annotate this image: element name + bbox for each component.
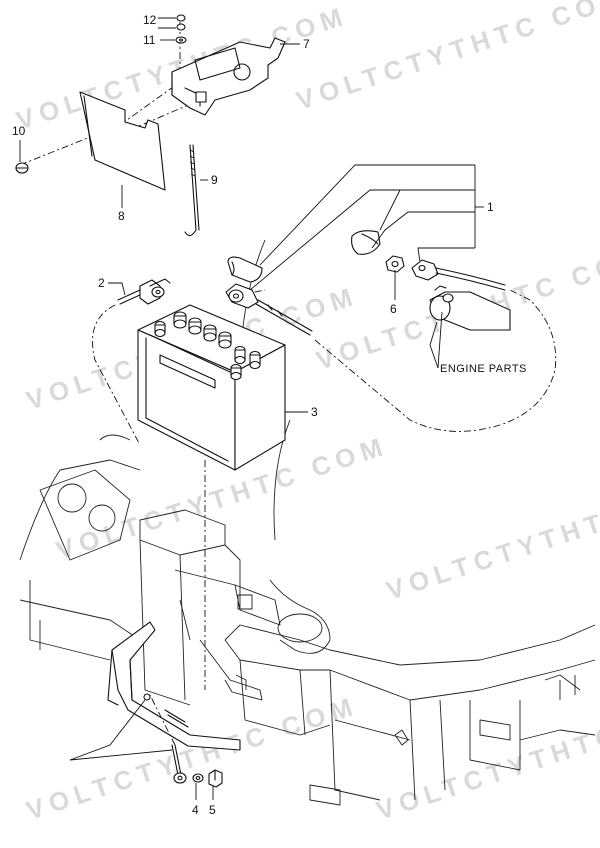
negative-cable: [117, 278, 171, 305]
starter-cable: [411, 259, 506, 291]
terminal-cover-1: [227, 256, 263, 283]
callout-6: 6: [390, 302, 397, 316]
callout-9: 9: [211, 173, 218, 187]
clamp-hardware: [175, 14, 187, 44]
cover-clip: [15, 162, 29, 174]
callout-2: 2: [98, 276, 105, 290]
callout-7: 7: [303, 37, 310, 51]
callout-1: 1: [487, 200, 494, 214]
callout-labels: 1 2 3 4 5 6 7 8 9 10 11 12 ENGINE PARTS: [12, 13, 527, 817]
engine-parts-label: ENGINE PARTS: [440, 363, 527, 375]
callout-4: 4: [192, 803, 199, 817]
leader-lines: [19, 17, 484, 800]
battery-caps: [154, 311, 261, 381]
callout-3: 3: [311, 405, 318, 419]
terminal-nut: [385, 255, 405, 273]
battery: [137, 304, 286, 471]
terminal-cover-2: [351, 230, 381, 255]
battery-cover: [79, 91, 166, 191]
machine-frame: [19, 239, 596, 806]
callout-10: 10: [12, 124, 26, 138]
callout-8: 8: [118, 209, 125, 223]
callout-12: 12: [143, 13, 157, 27]
battery-clamp-plate: [171, 37, 286, 116]
mount-hardware: [171, 744, 223, 788]
watermark-8: VOLTCTYTHTC COM: [373, 690, 600, 826]
j-bolt: [184, 144, 200, 237]
callout-11: 11: [143, 33, 156, 47]
starter-motor: [429, 285, 511, 331]
battery-tray-bracket: [107, 621, 241, 751]
watermark-6: VOLTCTYTHTC COM: [383, 470, 600, 606]
callout-5: 5: [209, 803, 216, 817]
